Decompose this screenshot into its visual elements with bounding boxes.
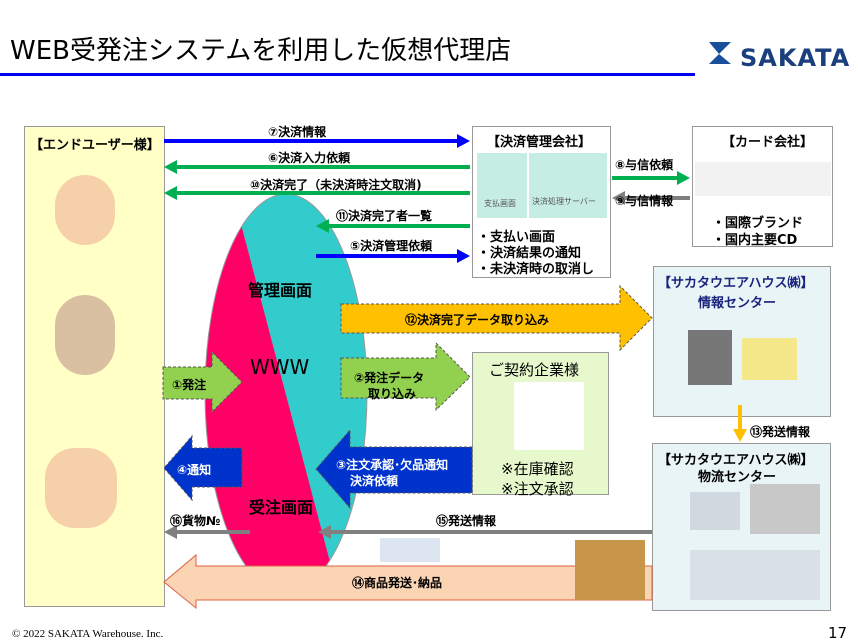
payment-item: ・支払い画面 <box>477 230 556 245</box>
copyright: © 2022 SAKATA Warehouse. Inc. <box>12 628 164 640</box>
flow-label-16: ⑯貨物№ <box>170 514 221 528</box>
flow-label-1: ①発注 <box>172 378 207 392</box>
logistics-center-label: 物流センター <box>698 470 777 485</box>
card-item: ・国内主要CD <box>712 233 798 248</box>
client-item: ※注文承認 <box>501 480 574 498</box>
flow-label-9: ⑨与信情報 <box>615 194 674 208</box>
flow-label-10: ⑩決済完了（未決済時注文取消) <box>250 178 422 192</box>
user-woman-laptop-illustration <box>45 448 117 528</box>
truck-illustration <box>380 538 440 562</box>
sakata-logo-mark <box>705 40 735 72</box>
flow-label-7: ⑦決済情報 <box>268 125 327 139</box>
payment-item: ・未決済時の取消し <box>477 262 595 277</box>
arrow-2 <box>340 341 471 412</box>
server-rack-illustration <box>688 330 732 385</box>
boxes-illustration <box>575 540 645 600</box>
user-woman-phone-illustration <box>55 175 115 245</box>
payment-item: ・決済結果の通知 <box>477 246 582 261</box>
card-brand-logos <box>695 162 831 196</box>
flow-lines <box>164 134 747 539</box>
www-label: WWW <box>250 355 310 379</box>
info-center-label: 【サカタウエアハウス㈱】 <box>658 276 814 291</box>
client-label: ご契約企業様 <box>489 361 580 379</box>
workers-illustration <box>690 550 820 600</box>
server-icon <box>529 153 607 218</box>
server-caption: 決済処理サーバー <box>532 197 596 206</box>
operator-illustration <box>514 382 584 450</box>
logistics-center-label: 【サカタウエアハウス㈱】 <box>658 453 814 468</box>
user-man-phone-illustration <box>55 295 115 375</box>
title-rule <box>0 73 695 76</box>
arrow-1 <box>162 350 243 414</box>
flow-label-2b: 取り込み <box>368 387 417 401</box>
flow-label-11: ⑪決済完了者一覧 <box>336 209 433 223</box>
card-company-label: 【カード会社】 <box>722 135 814 150</box>
flow-label-5: ⑤決済管理依頼 <box>350 239 433 253</box>
arrow-4 <box>163 434 243 502</box>
meeting-illustration <box>742 338 797 380</box>
computer-illustration <box>690 492 740 530</box>
arrow-3 <box>315 428 473 510</box>
payment-company-label: 【決済管理会社】 <box>487 135 592 150</box>
flow-label-8: ⑧与信依頼 <box>615 158 674 172</box>
admin-screen-label: 管理画面 <box>248 281 313 300</box>
flow-label-14: ⑭商品発送･納品 <box>352 576 443 590</box>
order-screen-label: 受注画面 <box>249 498 314 517</box>
payment-screen-caption: 支払画面 <box>484 199 516 208</box>
info-center-label: 情報センター <box>698 296 777 311</box>
flow-label-3: ③注文承認･欠品通知 <box>336 458 449 472</box>
flow-label-2: ②発注データ <box>354 371 425 385</box>
flow-label-12: ⑫決済完了データ取り込み <box>405 313 550 327</box>
shelf-illustration <box>750 484 820 534</box>
www-ellipse <box>205 194 367 592</box>
flow-label-13: ⑬発送情報 <box>750 425 811 439</box>
flow-label-3b: 決済依頼 <box>350 474 399 488</box>
flow-label-4: ④通知 <box>177 463 212 477</box>
flow-label-6: ⑥決済入力依頼 <box>268 151 351 165</box>
page-number: 17 <box>828 624 848 642</box>
page-title: WEB受発注システムを利用した仮想代理店 <box>10 36 512 66</box>
end-user-label: 【エンドユーザー様】 <box>30 138 160 153</box>
flow-label-15: ⑮発送情報 <box>436 514 497 528</box>
client-item: ※在庫確認 <box>501 460 574 478</box>
arrow-12 <box>340 284 653 352</box>
sakata-logo: SAKATA <box>740 44 851 72</box>
card-item: ・国際ブランド <box>712 216 804 231</box>
payment-screen-icon <box>477 153 527 218</box>
